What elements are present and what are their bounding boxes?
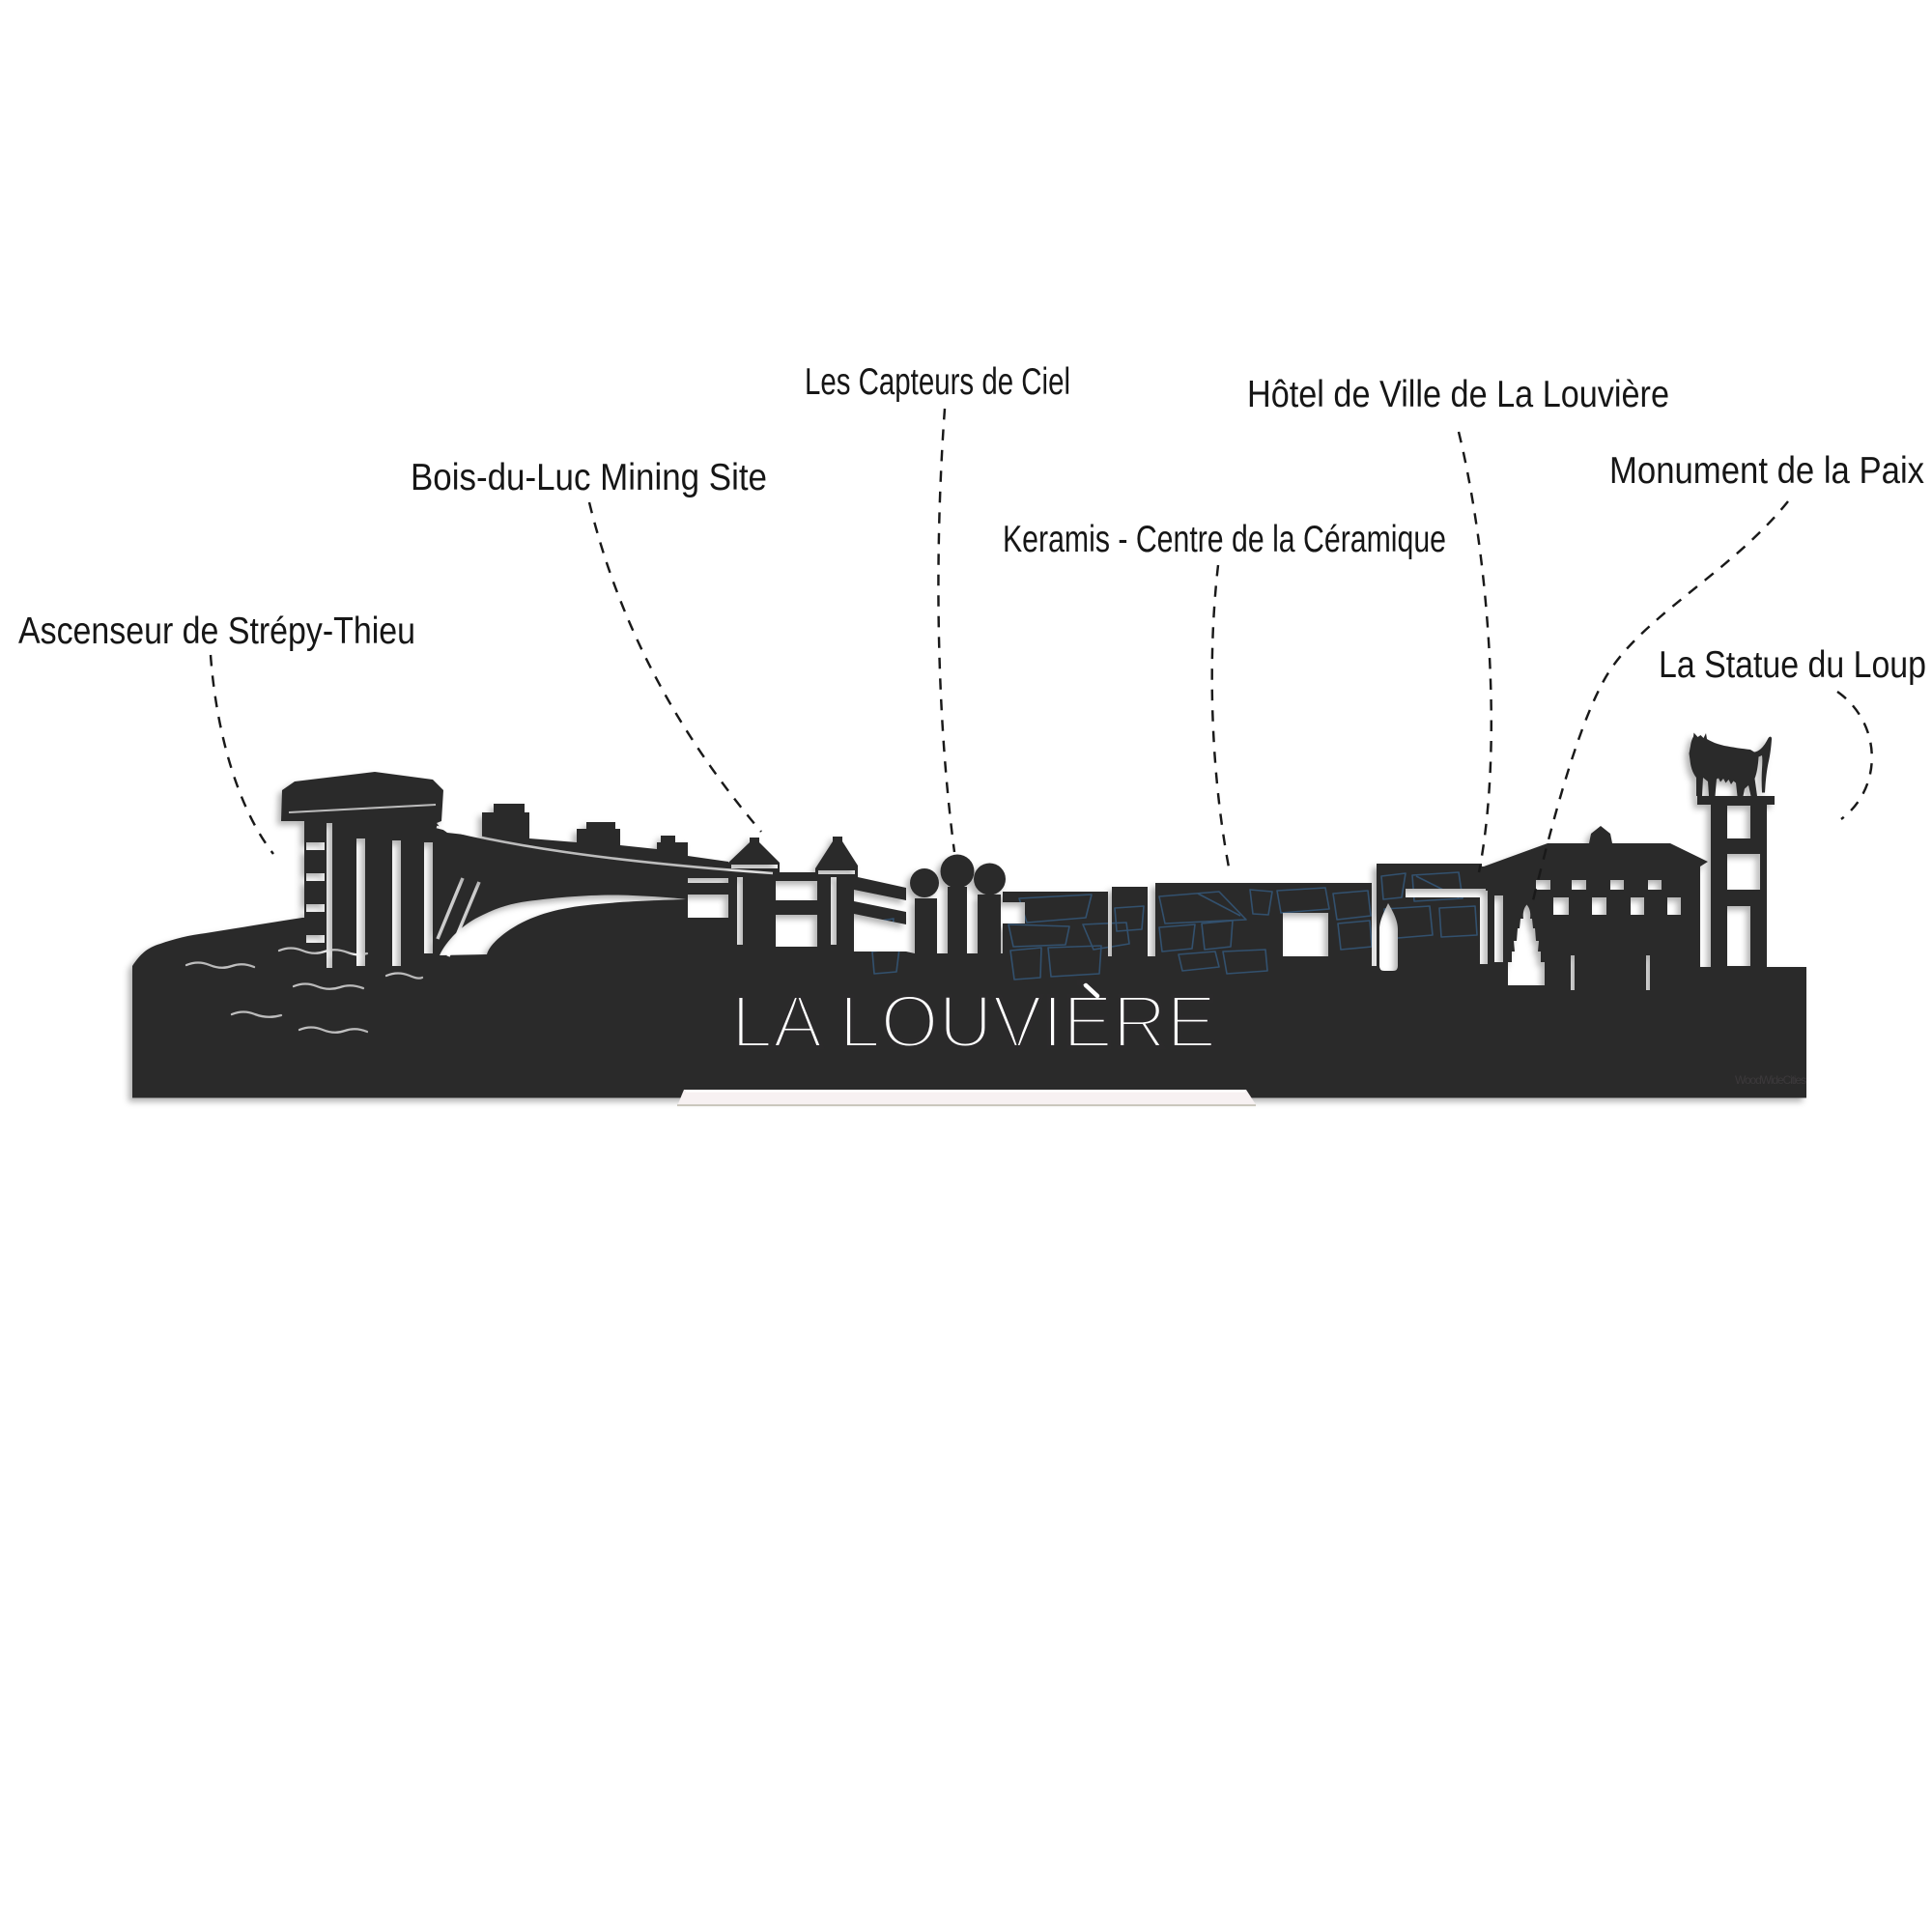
svg-text:LA LOUVIÈRE: LA LOUVIÈRE <box>731 980 1216 1064</box>
svg-text:Monument de la Paix: Monument de la Paix <box>1609 450 1924 492</box>
svg-text:Bois-du-Luc Mining Site: Bois-du-Luc Mining Site <box>411 457 767 498</box>
svg-text:Hôtel de Ville de La Louvière: Hôtel de Ville de La Louvière <box>1247 374 1669 415</box>
svg-text:Ascenseur de Strépy-Thieu: Ascenseur de Strépy-Thieu <box>18 611 415 652</box>
svg-text:La Statue du Loup: La Statue du Loup <box>1659 644 1926 686</box>
svg-text:Les Capteurs de Ciel: Les Capteurs de Ciel <box>805 361 1070 403</box>
svg-text:WoodWideCities: WoodWideCities <box>1735 1073 1806 1087</box>
svg-text:Keramis - Centre de la Céramiq: Keramis - Centre de la Céramique <box>1003 519 1446 560</box>
